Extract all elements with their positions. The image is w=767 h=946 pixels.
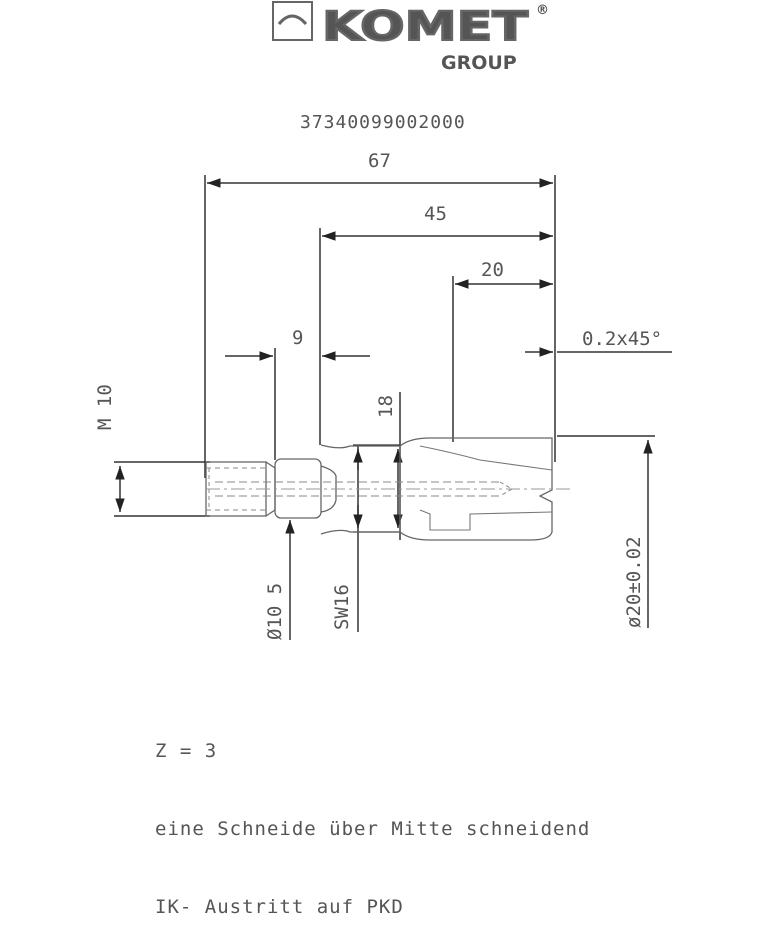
flute-line-upper <box>419 445 553 471</box>
dim-body-length: 45 <box>319 203 553 445</box>
dim-chamfer: 0.2x45° <box>525 328 672 357</box>
dim-neck-diameter-label: Ø10 5 <box>264 583 286 640</box>
technical-drawing: KOMET ® GROUP 37340099002000 67 45 20 9 … <box>94 1 672 640</box>
logo-arc <box>277 14 308 26</box>
dim-cutter-diameter-label: ø20±0.02 <box>623 536 645 628</box>
logo-group-text: GROUP <box>441 52 517 74</box>
coolant-exit <box>499 481 513 497</box>
tool-body <box>205 437 570 541</box>
logo-brand-text: KOMET <box>322 4 529 50</box>
dim-flange-width-label: 9 <box>292 327 303 349</box>
dim-hex-height: 18 <box>353 392 403 540</box>
dim-overall-length: 67 <box>204 150 556 478</box>
dim-wrench-size-label: SW16 <box>331 584 353 630</box>
dim-hex-height-label: 18 <box>375 395 397 418</box>
logo-registered-mark: ® <box>536 3 549 18</box>
dim-head-length-label: 20 <box>481 259 504 281</box>
note-teeth: Z = 3 <box>155 740 218 762</box>
neck <box>320 465 337 513</box>
note-coolant-exit: IK- Austritt auf PKD <box>155 896 404 918</box>
part-number: 37340099002000 <box>300 112 466 133</box>
komet-logo: KOMET ® GROUP <box>272 1 549 74</box>
dim-thread: M 10 <box>94 384 210 517</box>
logo-emblem-icon <box>272 1 313 41</box>
drawing-notes: Z = 3 eine Schneide über Mitte schneiden… <box>155 686 590 946</box>
dim-chamfer-label: 0.2x45° <box>582 328 662 350</box>
note-cutting-edge: eine Schneide über Mitte schneidend <box>155 818 591 840</box>
dim-thread-label: M 10 <box>94 384 116 430</box>
dim-flange-width: 9 <box>225 327 370 460</box>
cutter-head <box>399 437 553 541</box>
flute-line-lower <box>419 509 553 531</box>
dim-body-length-label: 45 <box>424 203 447 225</box>
dim-wrench-size: SW16 <box>331 445 363 632</box>
dim-head-length: 20 <box>452 259 553 442</box>
dim-cutter-diameter: ø20±0.02 <box>557 435 655 628</box>
dim-neck-diameter: Ø10 5 <box>264 520 295 640</box>
dim-overall-length-label: 67 <box>368 150 391 172</box>
